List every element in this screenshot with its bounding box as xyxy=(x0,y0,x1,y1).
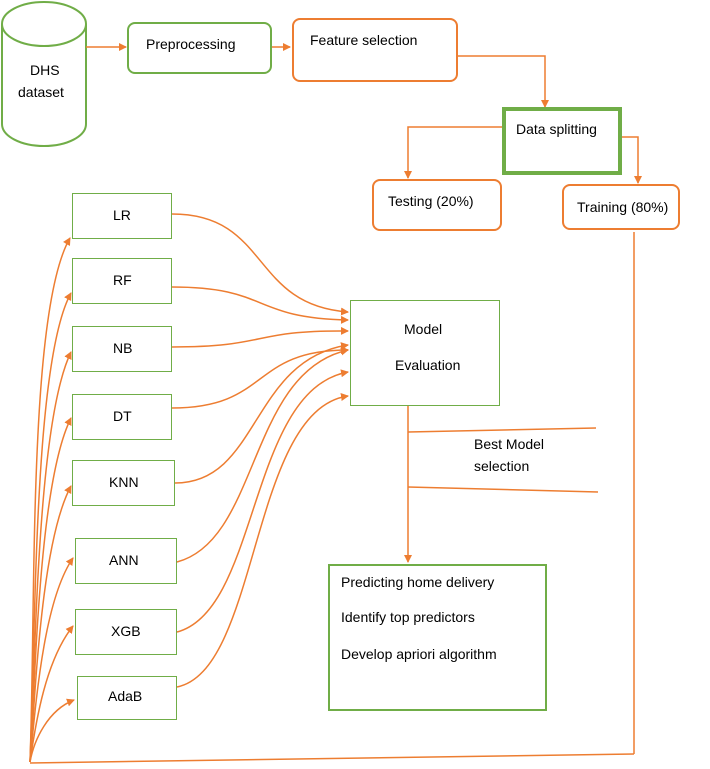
edge-lr-to-eval xyxy=(171,213,349,316)
edge-loop-to-rf xyxy=(29,292,72,763)
outcome-item-predicting: Predicting home delivery xyxy=(341,574,495,590)
best-model-label-line1: Best Model xyxy=(474,436,545,452)
testing-box: Testing (20%) xyxy=(372,179,502,231)
preprocessing-box: Preprocessing xyxy=(127,22,272,74)
training-box: Training (80%) xyxy=(562,184,680,230)
data-splitting-label: Data splitting xyxy=(516,121,597,137)
model-box-rf: RF xyxy=(72,258,172,304)
dataset-label-line1: DHS xyxy=(30,62,60,78)
outcome-item-apriori: Develop apriori algorithm xyxy=(341,646,497,662)
edge-best-model-branch xyxy=(407,427,597,433)
edge-loop-to-ann xyxy=(29,557,74,763)
model-label-ann: ANN xyxy=(109,552,139,568)
model-box-adab: AdaB xyxy=(77,676,177,720)
model-label-xgb: XGB xyxy=(111,623,141,639)
edge-best-model-branch-lower xyxy=(407,486,599,493)
evaluation-label-line2: Evaluation xyxy=(395,357,461,373)
dataset-label-line2: dataset xyxy=(18,84,64,100)
edge-splitting-to-training xyxy=(622,136,642,184)
edge-nb-to-eval xyxy=(171,326,349,348)
edge-training-return-bottom xyxy=(29,753,635,764)
edge-knn-to-eval xyxy=(174,342,349,484)
model-box-knn: KNN xyxy=(72,460,175,506)
edge-splitting-to-testing xyxy=(404,126,502,179)
model-box-lr: LR xyxy=(72,193,172,239)
model-box-dt: DT xyxy=(72,394,172,440)
data-splitting-box: Data splitting xyxy=(502,107,622,175)
testing-label: Testing (20%) xyxy=(388,193,474,209)
outcomes-box: Predicting home delivery Identify top pr… xyxy=(328,564,547,711)
model-label-lr: LR xyxy=(113,207,131,223)
edge-dt-to-eval xyxy=(171,346,349,409)
model-label-adab: AdaB xyxy=(108,688,143,704)
edge-loop-to-xgb xyxy=(29,625,74,763)
model-box-ann: ANN xyxy=(75,538,177,584)
feature-selection-box: Feature selection xyxy=(292,18,458,82)
edge-adab-to-eval xyxy=(176,393,349,688)
evaluation-label-line1: Model xyxy=(404,321,443,337)
edge-xgb-to-eval xyxy=(176,369,349,633)
model-box-nb: NB xyxy=(72,326,172,372)
edge-feature-to-splitting xyxy=(458,55,549,108)
training-label: Training (80%) xyxy=(577,199,669,215)
best-model-label-line2: selection xyxy=(474,458,530,474)
outcome-item-predictors: Identify top predictors xyxy=(341,609,475,625)
model-box-xgb: XGB xyxy=(75,609,177,655)
edge-ann-to-eval xyxy=(176,347,349,563)
model-label-dt: DT xyxy=(113,408,132,424)
model-label-knn: KNN xyxy=(109,474,139,490)
feature-selection-label: Feature selection xyxy=(310,32,418,48)
edge-loop-to-knn xyxy=(29,485,72,763)
edge-loop-to-adab xyxy=(29,698,75,763)
dataset-cylinder-shape xyxy=(1,1,87,147)
model-label-nb: NB xyxy=(113,340,133,356)
edge-rf-to-eval xyxy=(171,286,349,324)
model-evaluation-box: Model Evaluation xyxy=(350,300,500,406)
model-label-rf: RF xyxy=(113,272,132,288)
preprocessing-label: Preprocessing xyxy=(146,36,236,52)
